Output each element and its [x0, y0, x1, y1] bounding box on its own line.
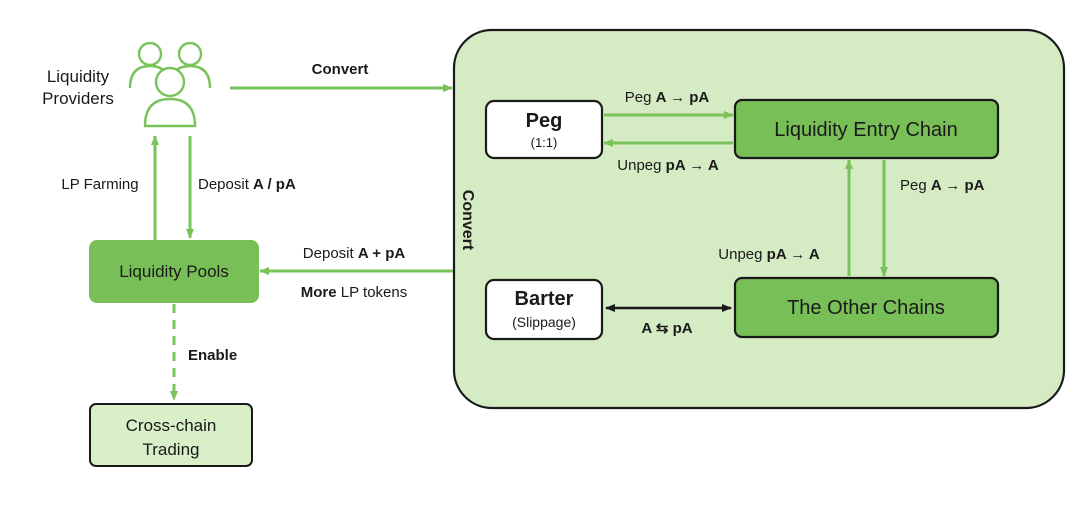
label-convert-top: Convert — [312, 61, 369, 78]
label-enable: Enable — [188, 347, 237, 364]
providers-label-line1: Liquidity — [47, 67, 110, 86]
peg-box — [484, 99, 604, 160]
liquidity-entry-chain-box — [733, 98, 1000, 160]
peg-title: Peg — [526, 110, 563, 132]
label-deposit-a-plus-pa: Deposit A + pA — [303, 245, 406, 262]
peg-subtitle: (1:1) — [531, 135, 558, 150]
liquidity-pools-label: Liquidity Pools — [119, 262, 229, 281]
barter-title: Barter — [515, 288, 574, 310]
label-peg-a-to-pa-top: Peg A → pA — [625, 89, 710, 106]
providers-label-line2: Providers — [42, 89, 114, 108]
label-unpeg-pa-to-a-middle: Unpeg pA → A — [718, 246, 820, 263]
label-convert-vertical: Convert — [459, 190, 476, 251]
label-deposit-a-pa: Deposit A / pA — [198, 176, 296, 193]
cross-chain-trading-line1: Cross-chain — [126, 416, 217, 435]
cross-chain-trading-box — [89, 403, 253, 467]
liquidity-entry-chain-label: Liquidity Entry Chain — [774, 119, 957, 141]
label-more-lp-tokens: More LP tokens — [301, 284, 407, 301]
cross-chain-trading-line2: Trading — [142, 440, 199, 459]
label-peg-a-to-pa-right: Peg A → pA — [900, 177, 985, 194]
barter-subtitle: (Slippage) — [512, 314, 576, 330]
other-chains-label: The Other Chains — [787, 297, 945, 319]
barter-box — [484, 278, 604, 341]
other-chains-box — [733, 276, 1000, 339]
convert-panel — [452, 28, 1066, 410]
label-unpeg-pa-to-a-left: Unpeg pA → A — [617, 157, 719, 174]
users-icon — [128, 41, 212, 128]
label-lp-farming: LP Farming — [61, 176, 138, 193]
liquidity-pools-box — [89, 240, 259, 303]
label-barter-swap: A ⇆ pA — [641, 320, 692, 337]
